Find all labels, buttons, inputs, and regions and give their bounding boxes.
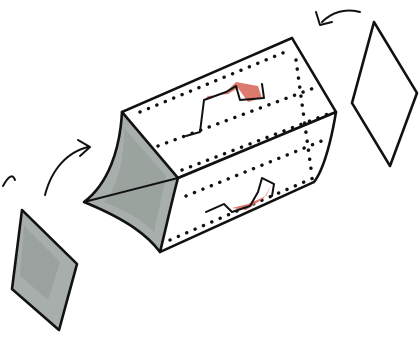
- perforation-vertical-front: [296, 60, 312, 176]
- side-handle-accent: [232, 184, 272, 210]
- right-arrow-arc: [322, 10, 360, 22]
- left-detached-panel: [12, 210, 77, 330]
- left-small-tick: [3, 176, 15, 186]
- perforation-top-upper: [140, 50, 290, 112]
- right-detached-panel: [352, 22, 417, 166]
- right-curved-arrow-icon: [316, 10, 360, 25]
- right-panel-outline: [352, 22, 417, 166]
- left-curved-arrow-icon: [3, 140, 90, 195]
- folding-box: [84, 38, 336, 252]
- right-arrow-head: [316, 12, 332, 25]
- perforation-top-middle: [158, 88, 314, 146]
- box-side-face: [160, 112, 336, 252]
